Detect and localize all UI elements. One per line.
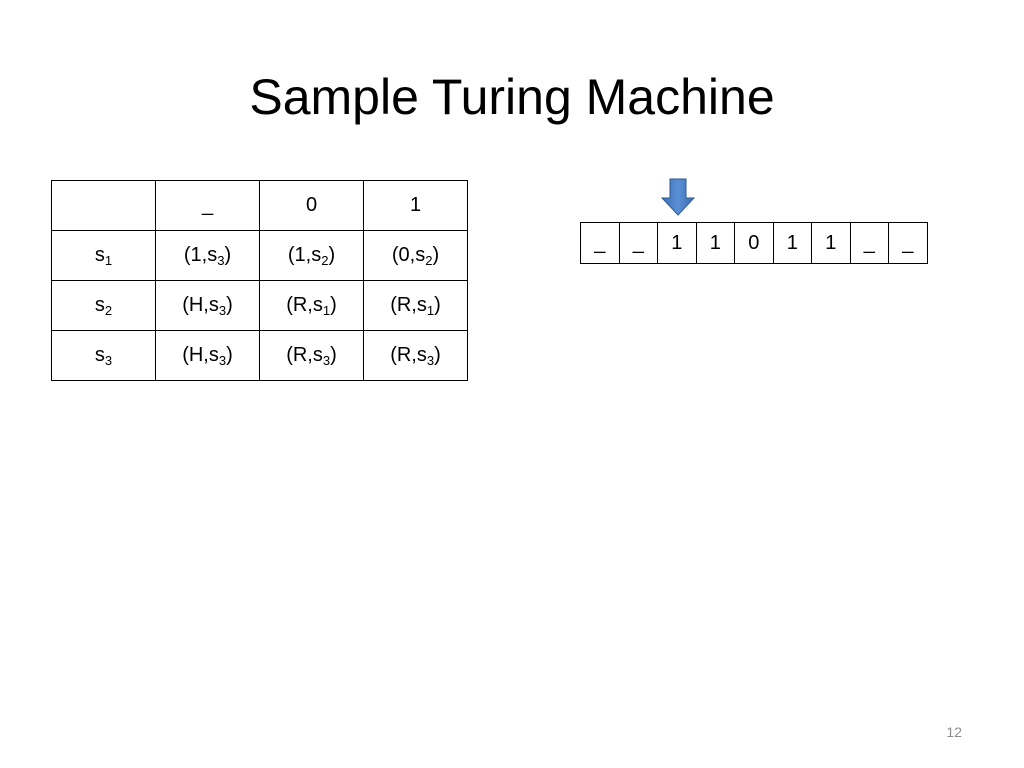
header-cell-one-symbol: 1 [363,180,468,231]
transition-cell: (R,s1) [363,280,468,331]
transition-cell: (R,s3) [363,330,468,381]
down-arrow-icon [661,178,695,216]
transition-cell: (H,s3) [155,330,260,381]
header-cell-blank-symbol: _ [155,180,260,231]
state-cell: s3 [51,330,156,381]
slide-number: 12 [946,724,962,740]
tape-cell: _ [902,232,914,254]
tape-cell: 1 [697,223,735,263]
tape-cell: _ [851,223,889,263]
transition-cell: (1,s2) [259,230,364,281]
tape-cell: 1 [812,223,851,263]
transition-cell: (R,s1) [259,280,364,331]
table-header-row: _ 0 1 [51,180,468,231]
tape-cell: 1 [774,223,812,263]
tape-cell: _ [581,223,620,263]
table-row: s3 (H,s3) (R,s3) (R,s3) [51,330,468,381]
tape-cell: 0 [735,223,774,263]
transition-table: _ 0 1 s1 (1,s3) (1,s2) (0,s2) s2 (H,s3) … [51,180,468,381]
tape-head-arrow-shape [661,178,695,216]
transition-cell: (0,s2) [363,230,468,281]
state-cell: s2 [51,280,156,331]
transition-cell: (R,s3) [259,330,364,381]
header-corner-cell [51,180,156,231]
slide-title: Sample Turing Machine [249,69,775,125]
table-row: s2 (H,s3) (R,s1) (R,s1) [51,280,468,331]
transition-cell: (1,s3) [155,230,260,281]
tape-cell: _ [620,223,658,263]
table-row: s1 (1,s3) (1,s2) (0,s2) [51,230,468,281]
transition-cell: (H,s3) [155,280,260,331]
tape-cell-head: 1 [658,223,697,263]
state-cell: s1 [51,230,156,281]
turing-tape: _ _ 1 1 0 1 1 _ _ [580,222,928,264]
header-cell-zero-symbol: 0 [259,180,364,231]
